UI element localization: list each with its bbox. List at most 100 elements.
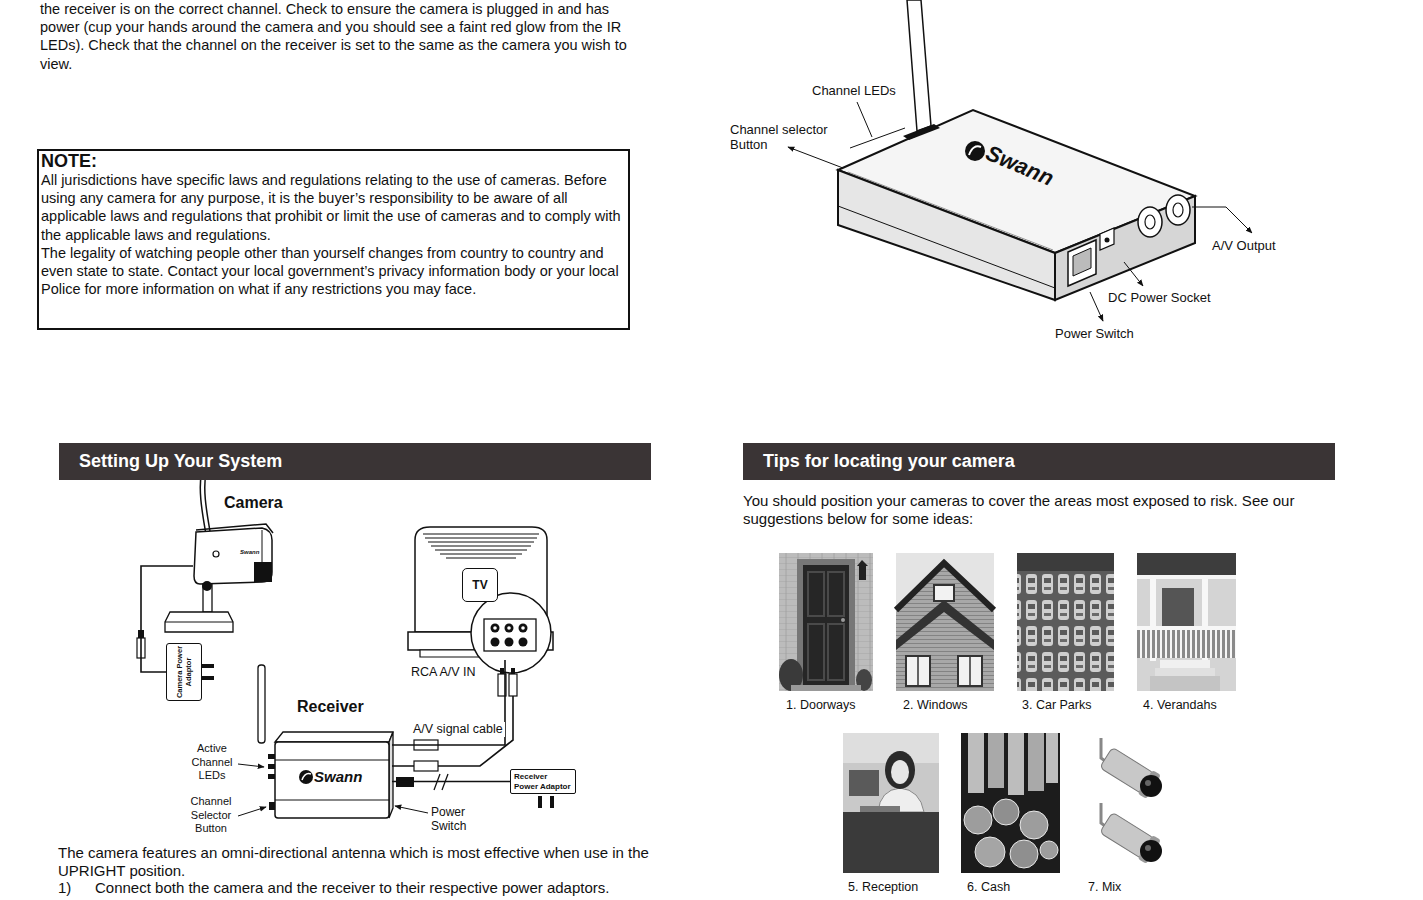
leader-line — [395, 806, 428, 813]
leader-line — [857, 102, 872, 137]
cash-photo — [1020, 811, 1048, 839]
receiver-illustration — [1105, 238, 1110, 243]
callout-label: DC Power Socket — [1108, 290, 1211, 305]
connector-label: RCA A/V IN — [411, 665, 476, 680]
doorway-photo — [808, 624, 824, 680]
windows-photo — [958, 656, 982, 686]
receiver-illustration — [1073, 248, 1091, 276]
doorway-photo — [857, 560, 868, 566]
receiver-illustration — [838, 206, 1055, 288]
windows-photo — [896, 566, 994, 691]
step-text: Connect both the camera and the receiver… — [95, 879, 685, 897]
doorway-photo — [779, 553, 873, 691]
verandah-photo — [1150, 676, 1220, 691]
tv-illustration — [440, 553, 522, 554]
tv-illustration — [484, 619, 536, 651]
windows-photo — [906, 656, 930, 686]
photo-caption: 3. Car Parks — [1022, 698, 1091, 713]
receiver-illustration — [258, 665, 554, 818]
reception-photo — [843, 812, 939, 873]
receiver-illustration — [550, 796, 554, 808]
windows-photo — [917, 656, 919, 686]
windows-photo — [896, 553, 994, 691]
receiver-unit: ReceiverSwann — [270, 698, 392, 822]
receiver-illustration — [392, 696, 513, 766]
cash-photo — [961, 733, 1060, 873]
doorway-photo — [779, 553, 873, 691]
part-name: Receiver — [297, 698, 392, 716]
leader-line — [1124, 262, 1143, 286]
camera-illustration — [254, 562, 272, 582]
tv-illustration — [428, 541, 534, 542]
receiver-illustration — [302, 774, 311, 780]
logo-text: Swann — [240, 549, 290, 556]
windows-photo — [896, 553, 994, 691]
tv-illustration — [493, 626, 497, 630]
camera-illustration — [196, 524, 273, 533]
power-adaptor: Camera Power Adaptor — [166, 643, 202, 701]
connector-label: A/V signal cable — [411, 722, 505, 737]
label-holder: RCA A/V IN — [411, 665, 476, 680]
doorway-photo — [828, 624, 844, 680]
tv-illustration — [519, 624, 528, 633]
doorway-photo — [779, 553, 873, 691]
windows-photo — [896, 600, 994, 650]
reception-photo — [891, 760, 909, 784]
label-holder: 2. Windows — [903, 698, 968, 713]
cash-photo — [1008, 733, 1024, 795]
tv-illustration — [471, 593, 551, 673]
receiver-illustration — [275, 732, 393, 742]
camera-unit: CameraSwann — [193, 494, 290, 584]
part-name: Camera — [224, 494, 290, 512]
tv-set: TV — [408, 527, 554, 660]
label-holder: Power Switch — [431, 805, 477, 833]
adaptor-text: Camera Power Adaptor — [175, 645, 193, 699]
windows-photo — [896, 566, 994, 691]
camera-photo — [1140, 840, 1162, 862]
photo-caption: 4. Verandahs — [1143, 698, 1217, 713]
camera-illustration — [194, 528, 272, 584]
receiver-illustration — [1138, 207, 1162, 237]
camera-photo — [1145, 845, 1151, 851]
cash-photo — [975, 837, 1005, 867]
receiver-illustration — [275, 800, 389, 801]
camera-illustration — [202, 664, 214, 668]
body-text: You should position your cameras to cove… — [743, 492, 1335, 528]
label-holder: 4. Verandahs — [1143, 698, 1217, 713]
leader-line — [238, 807, 266, 816]
receiver-illustration — [1145, 215, 1155, 229]
verandah-photo — [1137, 553, 1236, 691]
photo-caption: 5. Reception — [848, 880, 918, 895]
receiver-illustration — [1055, 196, 1195, 300]
cash-photo — [961, 733, 1060, 873]
note-heading: NOTE: — [41, 152, 626, 171]
camera-illustration — [203, 472, 208, 533]
receiver-illustration — [1173, 203, 1183, 217]
adaptor-text: Receiver Power Adaptor — [514, 772, 572, 791]
verandah-photo — [1155, 668, 1215, 676]
logo-text: Swann — [314, 768, 392, 786]
leader-line — [788, 102, 1252, 321]
cash-photo — [1046, 733, 1058, 783]
callout-label: Power Switch — [1055, 326, 1134, 341]
tv-illustration — [408, 527, 553, 696]
cash-photo — [1010, 840, 1038, 868]
tv-illustration — [500, 668, 504, 674]
photo-caption: 2. Windows — [903, 698, 968, 713]
verandah-photo — [1137, 553, 1236, 691]
camera-illustration — [202, 676, 214, 680]
cash-photo — [968, 733, 984, 793]
logo-text: Swann — [982, 141, 1057, 191]
receiver-illustration — [838, 170, 1055, 300]
car-park-photo — [1017, 553, 1114, 691]
label-holder: A/V Output — [1212, 238, 1276, 253]
tv-illustration — [423, 533, 539, 534]
leader-line — [788, 147, 843, 168]
label-holder: A/V signal cable — [411, 722, 505, 737]
doorway-photo — [859, 566, 866, 580]
tv-label: TV — [462, 568, 498, 602]
doorway-photo — [808, 572, 824, 616]
callout-label: Power Switch — [431, 805, 477, 833]
receiver-illustration — [268, 754, 275, 759]
